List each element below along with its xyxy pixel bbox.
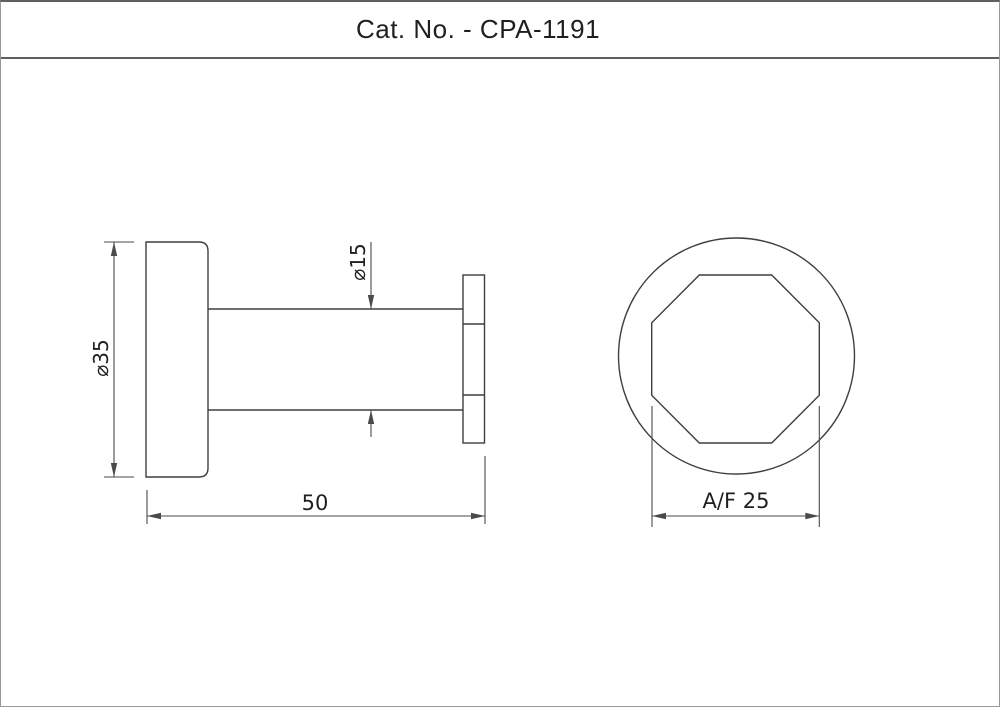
flange-outline — [462, 274, 486, 444]
arrowhead-down — [367, 295, 375, 309]
length-dimension — [146, 456, 486, 524]
arrowhead-left — [652, 512, 666, 520]
across-flats-dimension — [651, 406, 820, 527]
arrowhead-down — [110, 463, 118, 477]
knob-head-outline — [145, 241, 209, 478]
knob-face-circle — [617, 237, 856, 475]
octagon-socket — [651, 274, 820, 444]
overall-length-label: 50 — [301, 491, 329, 515]
head-diameter-label: ⌀35 — [89, 339, 113, 377]
front-view — [617, 237, 856, 475]
arrowhead-up — [367, 410, 375, 424]
arrowhead-left — [147, 512, 161, 520]
stem-diameter-label: ⌀15 — [346, 243, 370, 281]
arrowhead-up — [110, 242, 118, 256]
head-diameter-dimension — [104, 241, 134, 478]
side-view — [145, 241, 486, 478]
stem-diameter-dimension — [367, 242, 375, 437]
page-title: Cat. No. - CPA-1191 — [355, 14, 601, 44]
arrowhead-right — [471, 512, 485, 520]
title-bar: Cat. No. - CPA-1191 — [1, 2, 999, 59]
across-flats-label: A/F 25 — [702, 489, 770, 513]
arrowhead-right — [805, 512, 820, 520]
